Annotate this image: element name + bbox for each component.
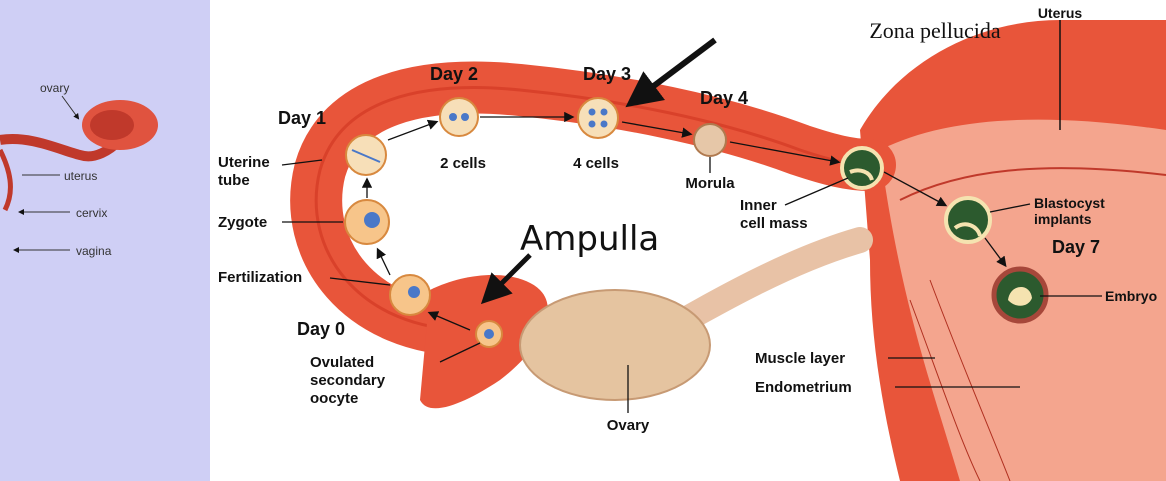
zygote-label: Zygote xyxy=(218,214,267,231)
inset-vagina-label: vagina xyxy=(76,244,112,258)
two-cell-stage xyxy=(440,98,478,136)
ampulla-label: Ampulla xyxy=(520,219,659,259)
blastocyst-label-line1: Blastocyst xyxy=(1034,195,1105,211)
morula-label: Morula xyxy=(685,175,735,192)
ovulated-label-line3: oocyte xyxy=(310,390,358,407)
fertilization-label: Fertilization xyxy=(218,269,302,286)
four-cell-stage xyxy=(578,98,618,138)
uterine-tube-label-line2: tube xyxy=(218,172,250,189)
blastocyst-day5 xyxy=(842,148,882,188)
inset-cervix-label: cervix xyxy=(76,206,107,220)
day7-label: Day 7 xyxy=(1052,237,1100,257)
inner-cell-mass-label-line1: Inner xyxy=(740,197,777,214)
day2-label: Day 2 xyxy=(430,64,478,84)
two-cells-label: 2 cells xyxy=(440,155,486,172)
inset-uterus-label: uterus xyxy=(64,169,97,183)
embryo-label: Embryo xyxy=(1105,288,1157,304)
ovary-shape xyxy=(520,290,710,400)
day0-label: Day 0 xyxy=(297,319,345,339)
blastocyst-label-line2: implants xyxy=(1034,211,1092,227)
ovulated-label-line2: secondary xyxy=(310,372,386,389)
zona-pellucida-label: Zona pellucida xyxy=(869,18,1001,43)
uterine-tube-label-line1: Uterine xyxy=(218,154,270,171)
uterus-label: Uterus xyxy=(1038,5,1083,21)
inset-illustration: ovary uterus cervix vagina xyxy=(0,81,158,258)
four-cells-label: 4 cells xyxy=(573,155,619,172)
morula-cell xyxy=(694,124,726,156)
endometrium-label: Endometrium xyxy=(755,379,852,396)
blastocyst-implanting xyxy=(946,198,990,242)
ovary-label: Ovary xyxy=(607,417,650,434)
inset-ovary-label: ovary xyxy=(40,81,69,95)
uterus xyxy=(860,20,1166,481)
day1-label: Day 1 xyxy=(278,108,326,128)
day4-label: Day 4 xyxy=(700,88,748,108)
ovulated-label-line1: Ovulated xyxy=(310,354,374,371)
inner-cell-mass-label-line2: cell mass xyxy=(740,215,808,232)
muscle-layer-label: Muscle layer xyxy=(755,350,845,367)
day3-label: Day 3 xyxy=(583,64,631,84)
